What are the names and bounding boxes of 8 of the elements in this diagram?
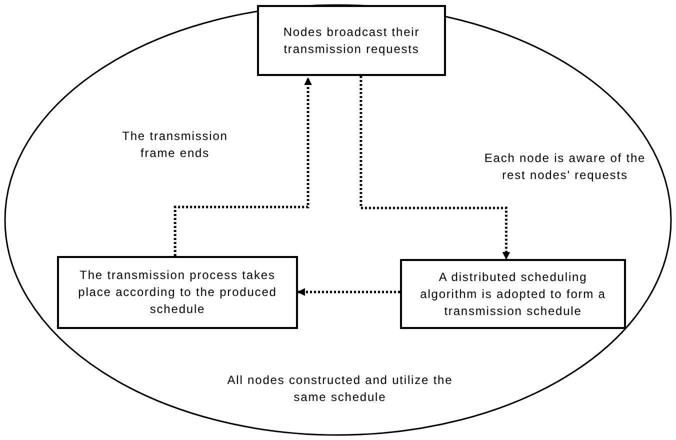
oval-boundary xyxy=(4,4,672,436)
dotted-arrow xyxy=(174,77,312,256)
note-text: All nodes constructed and utilize the same schedule xyxy=(226,372,454,406)
process-box: The transmission process takes place according to the produced schedule xyxy=(57,256,298,329)
dotted-arrow xyxy=(297,288,400,296)
process-box: Nodes broadcast their transmission requests xyxy=(257,5,446,76)
dotted-arrow xyxy=(360,76,510,260)
process-box: A distributed scheduling algorithm is adopted to form a transmission schedule xyxy=(400,259,626,329)
